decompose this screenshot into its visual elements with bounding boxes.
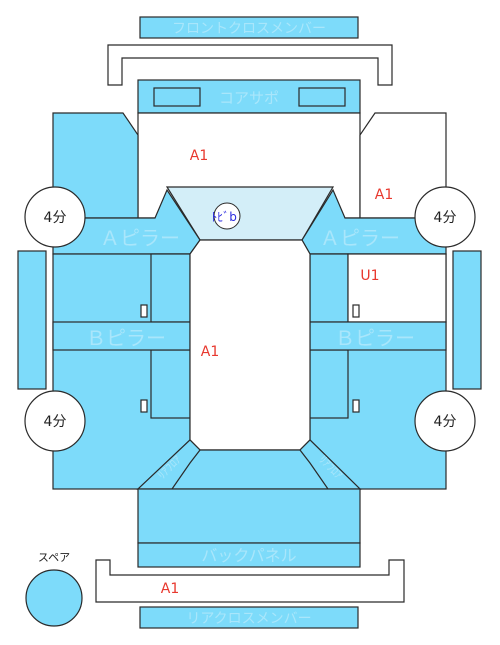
back-panel [137,542,361,568]
front-left-wheel-label: 4分 [44,210,67,226]
hood-damage-code: A1 [190,148,208,164]
front-cross-member-panel [139,16,359,39]
spare-label: スペア [38,551,70,564]
rear-cross-member-panel [139,606,359,629]
rear-bumper-outline [95,559,405,603]
spare-tire [25,569,83,627]
rear-damage-code: A1 [161,581,179,597]
front-right-wheel-label: 4分 [434,210,457,226]
right-rocker-panel [452,250,482,390]
right-front-door-handle [352,304,360,318]
left-front-door-pillar [150,253,191,323]
front-left-wheel [24,186,86,248]
core-support-left-slot [153,87,201,107]
left-a-pillar-label: Ａピラー [100,226,180,250]
left-rear-door-pillar [150,349,191,419]
right-door-damage-code: U1 [360,268,379,284]
front-bumper-outline [107,44,393,86]
right-front-door-pillar [309,253,349,323]
front-cross-member-label: フロントクロスメンバー [172,21,326,37]
left-rear-door-handle [140,399,148,413]
trunk-panel [137,488,361,544]
left-front-door-handle [140,304,148,318]
core-support-label: コアサポ [219,89,279,107]
left-rocker-panel [17,250,47,390]
left-b-pillar-label: Ｂピラー [86,326,166,350]
rear-left-wheel [24,390,86,452]
core-support-right-slot [298,87,346,107]
rear-cross-member-label: リアクロスメンバー [186,611,311,627]
front-right-wheel [414,186,476,248]
right-b-pillar-label: Ｂピラー [335,326,415,350]
jack-marker-label: ﾄﾋﾞb [211,210,237,224]
rear-right-wheel [414,390,476,452]
back-panel-label: バックパネル [201,546,296,565]
rear-left-wheel-label: 4分 [44,414,67,430]
right-rear-door-handle [352,399,360,413]
right-front-door [347,253,447,323]
right-a-pillar-label: Ａピラー [320,226,400,250]
floor-damage-code: A1 [201,344,219,360]
jack-marker [213,202,241,230]
right-rear-door-pillar [309,349,349,419]
rear-right-wheel-label: 4分 [434,414,457,430]
front-right-damage-code: A1 [375,187,393,203]
